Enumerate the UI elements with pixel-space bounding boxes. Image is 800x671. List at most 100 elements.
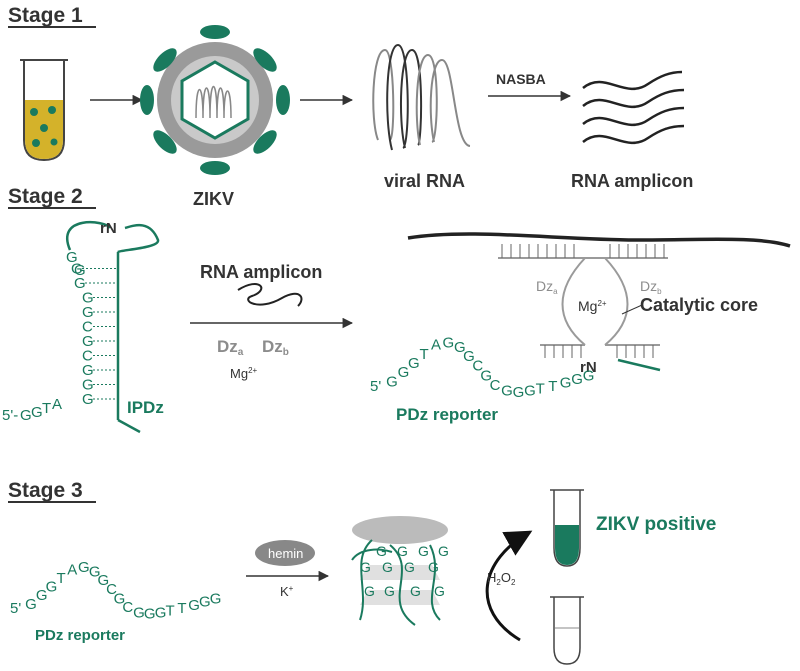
quadruplex-base: G: [360, 559, 371, 575]
reporter-base: T: [177, 600, 186, 617]
ipdz-rn-label: rN: [100, 220, 117, 237]
ipdz-stem-pairs: [82, 268, 118, 400]
ipdz-stem-base: G: [82, 333, 94, 350]
ipdz-stem-base: G: [82, 377, 94, 394]
reporter-base: G: [188, 597, 200, 614]
reporter-base: G: [571, 371, 583, 388]
g-quadruplex-icon: [351, 516, 448, 626]
dza-small-label: Dza: [536, 278, 558, 296]
ipdz-stem-base: G: [82, 391, 94, 408]
quadruplex-base: G: [404, 559, 415, 575]
rna-amplicon-label: RNA amplicon: [571, 171, 693, 191]
reporter-base: T: [56, 570, 65, 587]
cleavage-rn-label: rN: [580, 359, 597, 376]
viral-rna-label: viral RNA: [384, 171, 465, 191]
k-label: K+: [280, 584, 294, 599]
dzb-label: Dzb: [262, 337, 289, 358]
catalytic-core-label: Catalytic core: [640, 295, 758, 315]
rna-amplicon-icon: [582, 70, 685, 145]
quadruplex-base: G: [384, 583, 395, 599]
dzb-small-label: Dzb: [640, 278, 662, 296]
positive-tube-icon: [550, 489, 584, 567]
ipdz-stem-base: G: [82, 290, 94, 307]
ipdz-loop-base: G: [66, 249, 78, 266]
reporter-base: G: [36, 587, 48, 604]
reporter-base: 5': [10, 600, 21, 617]
mg-core-label: Mg2+: [578, 298, 607, 314]
negative-tube-icon: [550, 596, 584, 665]
ipdz-tail-base: G: [31, 404, 43, 421]
hemin-label: hemin: [268, 546, 303, 561]
reporter-base: C: [122, 599, 133, 616]
ipdz-stem-base: G: [82, 304, 94, 321]
reporter-base: G: [442, 334, 454, 351]
reporter-base: A: [431, 337, 441, 354]
quadruplex-base: G: [376, 543, 387, 559]
nasba-label: NASBA: [496, 71, 546, 87]
ipdz-tail-base: G: [20, 407, 32, 424]
ipdz-stem-base: G: [82, 362, 94, 379]
reporter-base: T: [166, 602, 175, 619]
reporter-base: G: [454, 339, 466, 356]
reporter-base: G: [386, 373, 398, 390]
stage-2-heading: Stage 2: [8, 185, 83, 208]
rna-target-strand: [407, 232, 791, 248]
catalytic-core-leader: [621, 304, 643, 315]
reporter-base: T: [536, 380, 545, 397]
h2o2-label: H2O2: [487, 570, 516, 587]
reporter-base: G: [480, 368, 492, 385]
zikv-positive-label: ZIKV positive: [596, 514, 716, 535]
pdz-reporter-label-stage3: PDz reporter: [35, 627, 125, 644]
reporter-base: G: [199, 594, 211, 611]
viral-rna-icon: [372, 43, 471, 151]
quadruplex-base: G: [438, 543, 449, 559]
zika-virus-icon: [140, 25, 290, 175]
reporter-base: 5': [370, 378, 381, 395]
h2o2-curved-arrow: [485, 530, 533, 642]
quadruplex-base: G: [364, 583, 375, 599]
reporter-base: G: [524, 383, 536, 400]
reporter-base: T: [548, 378, 557, 395]
reporter-base: C: [106, 581, 117, 598]
reporter-base: G: [155, 605, 167, 622]
dnazyme-pairs-top: [501, 244, 665, 258]
zikv-label: ZIKV: [193, 189, 234, 209]
ipdz-label: IPDz: [127, 398, 164, 417]
ipdz-tail-base: A: [52, 396, 62, 413]
quadruplex-base: G: [428, 559, 439, 575]
reporter-base: G: [133, 605, 145, 622]
reporter-base: G: [114, 590, 126, 607]
sample-tube-icon: [20, 59, 68, 162]
stage-3-heading: Stage 3: [8, 479, 83, 502]
reporter-base: G: [408, 355, 420, 372]
reporter-base: G: [501, 383, 513, 400]
dnazyme-pairs-bottom: [544, 345, 654, 358]
ipdz-five-prime: 5'-: [2, 407, 18, 424]
quadruplex-base: G: [434, 583, 445, 599]
reporter-base: G: [398, 364, 410, 381]
quadruplex-base: G: [418, 543, 429, 559]
cleaved-fragment: [617, 358, 661, 372]
reporter-base: G: [463, 348, 475, 365]
quadruplex-base: G: [382, 559, 393, 575]
ipdz-loop-base: G: [74, 262, 86, 279]
squiggle-icon: [237, 283, 303, 307]
ipdz-tail-base: T: [42, 400, 51, 417]
ipdz-stem-base: C: [82, 319, 93, 336]
hemin-blob: [255, 540, 315, 566]
stage2-arrow-label: RNA amplicon: [200, 262, 322, 282]
reporter-base: G: [513, 384, 525, 401]
reporter-base: G: [46, 579, 58, 596]
dnazyme-arms: [498, 257, 668, 346]
quadruplex-base: G: [410, 583, 421, 599]
reporter-base: G: [560, 375, 572, 392]
reporter-base: C: [472, 357, 483, 374]
reporter-base: G: [210, 590, 222, 607]
